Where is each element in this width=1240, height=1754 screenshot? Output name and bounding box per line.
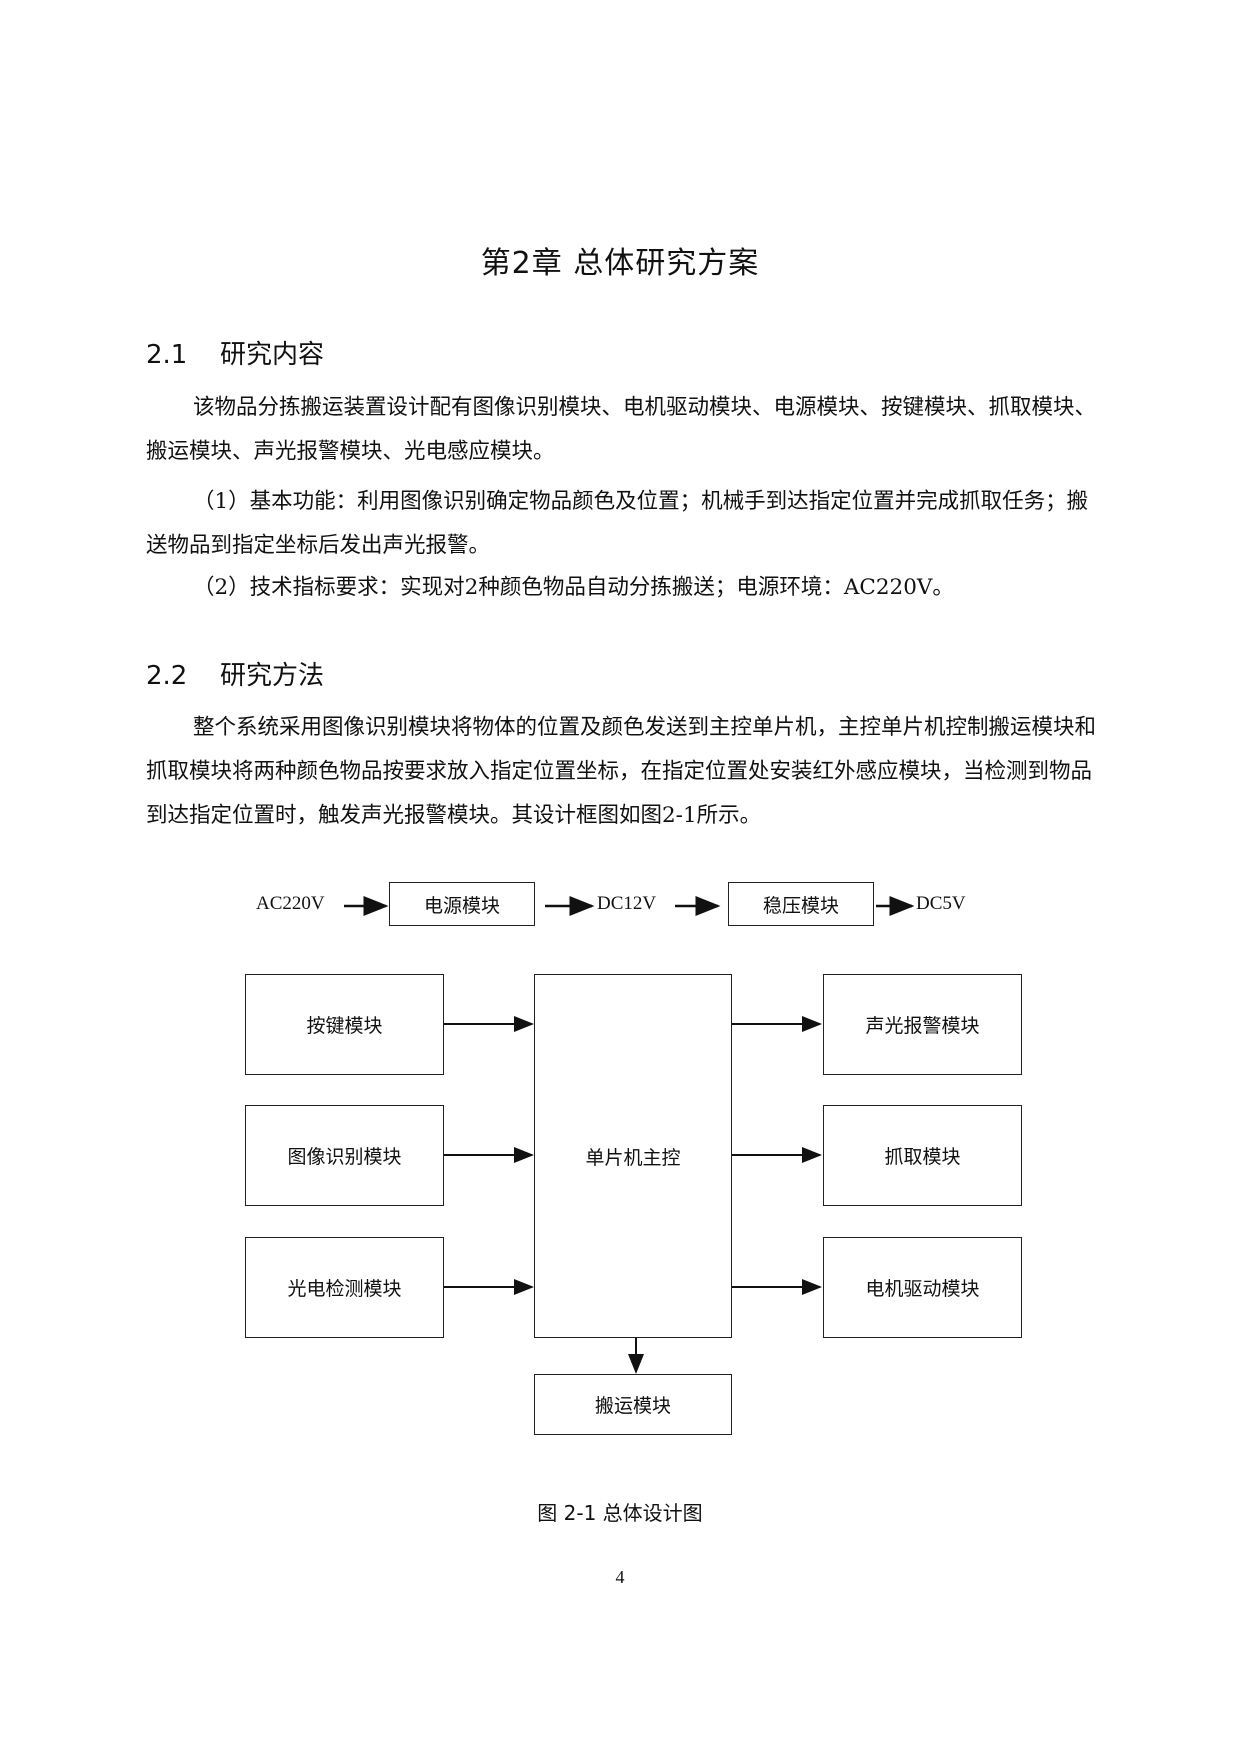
mcu-controller-box: 单片机主控 bbox=[534, 974, 732, 1338]
paragraph: （2）技术指标要求：实现对2种颜色物品自动分拣搬送；电源环境：AC220V。 bbox=[193, 575, 954, 600]
section-heading-2-2: 2.2 研究方法 bbox=[146, 655, 324, 692]
input-voltage-label: AC220V bbox=[256, 893, 325, 914]
power-module-box: 电源模块 bbox=[389, 882, 535, 926]
regulator-module-box: 稳压模块 bbox=[728, 882, 874, 926]
output-voltage-label: DC5V bbox=[916, 893, 966, 914]
alarm-module-box: 声光报警模块 bbox=[823, 974, 1022, 1075]
motor-driver-module-box: 电机驱动模块 bbox=[823, 1237, 1022, 1338]
figure-caption: 图 2-1 总体设计图 bbox=[537, 1501, 703, 1525]
section-title: 研究内容 bbox=[220, 340, 325, 370]
section-number: 2.2 bbox=[146, 661, 188, 691]
paragraph: 整个系统采用图像识别模块将物体的位置及颜色发送到主控单片机，主控单片机控制搬运模… bbox=[146, 715, 1097, 828]
mid-voltage-label: DC12V bbox=[597, 893, 657, 914]
section-number: 2.1 bbox=[146, 340, 188, 370]
transport-module-box: 搬运模块 bbox=[534, 1374, 732, 1435]
section-heading-2-1: 2.1 研究内容 bbox=[146, 334, 324, 371]
section-title: 研究方法 bbox=[220, 661, 325, 691]
paragraph: （1）基本功能：利用图像识别确定物品颜色及位置；机械手到达指定位置并完成抓取任务… bbox=[146, 489, 1089, 558]
paragraph: 该物品分拣搬运装置设计配有图像识别模块、电机驱动模块、电源模块、按键模块、抓取模… bbox=[146, 395, 1097, 464]
photoelectric-module-box: 光电检测模块 bbox=[245, 1237, 444, 1338]
chapter-title: 第2章 总体研究方案 bbox=[480, 246, 760, 281]
page-number: 4 bbox=[615, 1567, 625, 1587]
image-recognition-module-box: 图像识别模块 bbox=[245, 1105, 444, 1206]
key-module-box: 按键模块 bbox=[245, 974, 444, 1075]
grab-module-box: 抓取模块 bbox=[823, 1105, 1022, 1206]
